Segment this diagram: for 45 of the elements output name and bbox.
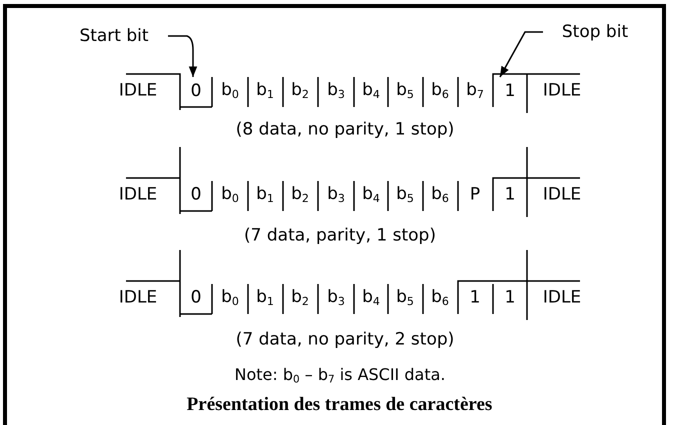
signal-label: b$_{2}$ (291, 186, 309, 204)
signal-label: IDLE (542, 290, 582, 306)
signal-label: P (470, 186, 480, 204)
signal-label: IDLE (542, 186, 582, 204)
signal-label: b$_{0}$ (221, 289, 239, 307)
note-text: Note: b$_{0}$ – b$_{7}$ is ASCII data. (234, 367, 446, 385)
signal-label: b$_{6}$ (431, 289, 449, 307)
signal-label: b$_{2}$ (291, 82, 309, 100)
signal-label: b$_{7}$ (466, 82, 484, 100)
signal-label: 0 (190, 290, 202, 306)
leader-line (499, 31, 543, 78)
signal-label: b$_{6}$ (431, 82, 449, 100)
signal-label: b$_{6}$ (431, 186, 449, 204)
frame-format-caption: (8 data, no parity, 1 stop) (236, 122, 454, 138)
signal-label: IDLE (542, 82, 582, 100)
bit-value: 1 (504, 81, 516, 101)
signal-label: IDLE (118, 186, 158, 204)
signal-label: b$_{1}$ (256, 289, 274, 307)
signal-label: 1 (504, 186, 516, 204)
callout-label: Stop bit (562, 22, 628, 42)
signal-label: b$_{2}$ (291, 289, 309, 307)
signal-label: b$_{5}$ (396, 186, 414, 204)
signal-label: 1 (504, 290, 516, 306)
frame-format-caption: (7 data, no parity, 2 stop) (236, 332, 454, 348)
callout-label: Start bit (79, 26, 149, 46)
signal-label: 0 (190, 186, 202, 204)
signal-label: b$_{4}$ (362, 186, 380, 204)
bit-value: 0 (190, 81, 202, 101)
signal-label: b$_{4}$ (362, 289, 380, 307)
leader-line (168, 35, 198, 77)
signal-label: b$_{4}$ (362, 82, 380, 100)
signal-label: IDLE (118, 82, 158, 100)
signal-label: b$_{5}$ (396, 82, 414, 100)
signal-label: IDLE (118, 290, 158, 306)
figure-caption: Présentation des trames de caractères (186, 394, 494, 416)
signal-label: b$_{3}$ (327, 289, 345, 307)
signal-label: b$_{3}$ (327, 186, 345, 204)
signal-label: b$_{3}$ (327, 82, 345, 100)
signal-label: b$_{1}$ (256, 186, 274, 204)
signal-label: 1 (470, 290, 480, 306)
signal-label: b$_{1}$ (256, 82, 274, 100)
frame-format-caption: (7 data, parity, 1 stop) (244, 228, 436, 244)
signal-label: b$_{5}$ (396, 289, 414, 307)
signal-label: b$_{0}$ (221, 82, 239, 100)
signal-label: b$_{0}$ (221, 186, 239, 204)
